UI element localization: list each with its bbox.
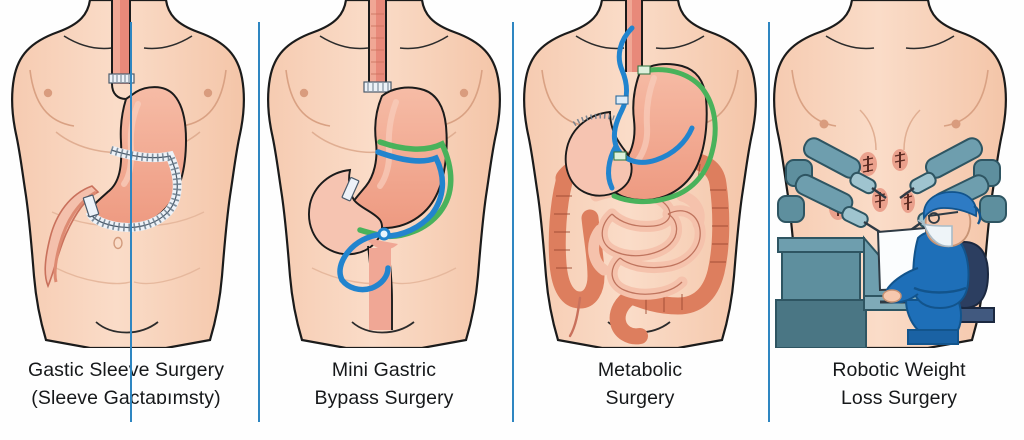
removed-stomach-portion bbox=[44, 185, 100, 289]
caption-line-1: Gastic Sleeve Surgery bbox=[27, 359, 225, 381]
panel-divider-1 bbox=[130, 22, 132, 422]
caption-line-1: Mini Gastric bbox=[331, 359, 437, 381]
caption-line-2: Loss Surgery bbox=[840, 387, 958, 409]
panel-divider-3 bbox=[512, 22, 514, 422]
illustration-gastric-sleeve bbox=[0, 0, 256, 348]
panel-metabolic-surgery: Metabolic Surgery bbox=[512, 0, 768, 440]
blue-bypass-tube bbox=[337, 149, 446, 293]
caption-line-1: Metabolic bbox=[597, 359, 683, 381]
illustration-mini-gastric-bypass bbox=[256, 0, 512, 348]
staple-bands-routes bbox=[613, 65, 651, 161]
staple-band-esophagus bbox=[108, 73, 135, 84]
caption-metabolic-surgery: Metabolic Surgery bbox=[512, 348, 768, 412]
staple-line-sleeve bbox=[85, 145, 182, 232]
stomach bbox=[608, 63, 708, 202]
panel-mini-gastric-bypass: Mini Gastric Bypass Surgery bbox=[256, 0, 512, 440]
staple-band-limb bbox=[341, 177, 360, 202]
caption-mini-gastric-bypass: Mini Gastric Bypass Surgery bbox=[256, 348, 512, 412]
panel-divider-2 bbox=[258, 22, 260, 422]
panel-divider-4 bbox=[768, 22, 770, 422]
caption-robotic-weight-loss: Robotic Weight Loss Surgery bbox=[768, 348, 1024, 412]
caption-line-2: Bypass Surgery bbox=[314, 387, 454, 409]
bypassed-pouch bbox=[564, 110, 633, 197]
caption-line-1: Robotic Weight bbox=[832, 359, 966, 381]
panel-gastric-sleeve: Gastic Sleeve Surgery (Sleeve Gactaɒımst… bbox=[0, 0, 256, 440]
staple-band-pylorus bbox=[82, 194, 100, 218]
illustration-robotic-surgery bbox=[768, 0, 1024, 348]
panel-robotic-weight-loss: Robotic Weight Loss Surgery bbox=[768, 0, 1024, 440]
esophagus bbox=[368, 0, 387, 86]
green-route bbox=[611, 67, 718, 205]
blue-route bbox=[606, 25, 695, 191]
caption-line-2: (Sleeve Gactaɒımsty) bbox=[31, 387, 221, 409]
surgeon-figure bbox=[882, 191, 982, 345]
caption-gastric-sleeve: Gastic Sleeve Surgery (Sleeve Gactaɒımst… bbox=[0, 348, 256, 412]
caption-line-2: Surgery bbox=[605, 387, 675, 409]
illustration-metabolic-surgery bbox=[512, 0, 768, 348]
staple-band-esophagus bbox=[363, 81, 392, 93]
